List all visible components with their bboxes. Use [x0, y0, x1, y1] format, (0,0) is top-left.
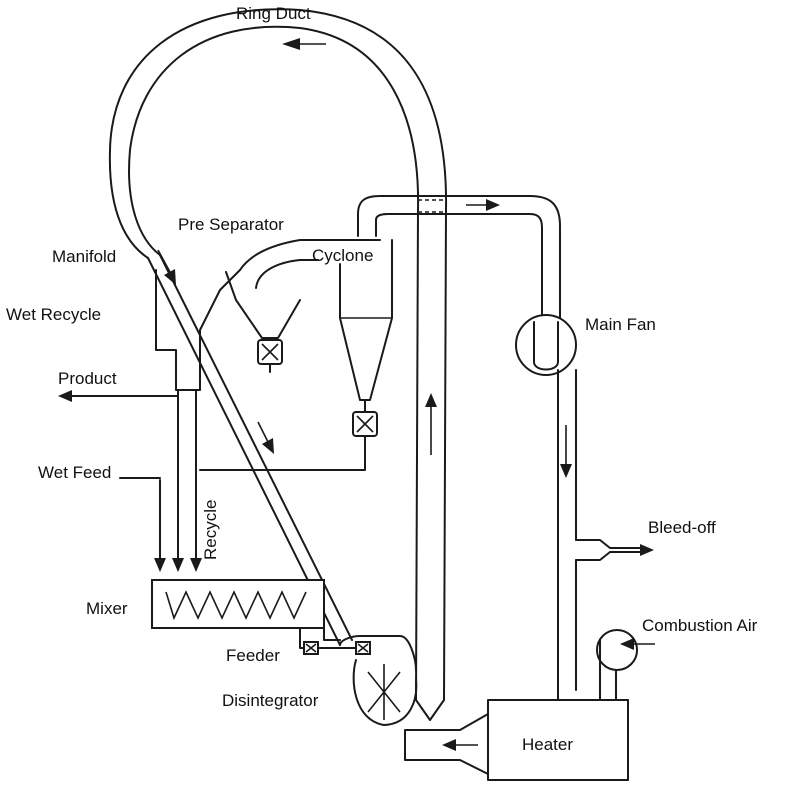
label-wet-recycle: Wet Recycle: [6, 305, 101, 324]
main-fan: [515, 314, 577, 701]
label-recycle: Recycle: [201, 500, 220, 560]
ring-duct-up-arrow: [425, 393, 437, 455]
disintegrator: [339, 635, 418, 726]
label-wet-feed: Wet Feed: [38, 463, 111, 482]
product-recycle-lines: [58, 389, 202, 572]
cyclone: [199, 239, 393, 471]
label-mixer: Mixer: [86, 599, 128, 618]
label-bleed-off: Bleed-off: [648, 518, 716, 537]
label-cyclone: Cyclone: [312, 246, 373, 265]
label-product: Product: [58, 369, 117, 388]
gas-outlet-duct: [357, 195, 561, 323]
bleed-off: [575, 539, 654, 561]
label-combustion-air: Combustion Air: [642, 616, 758, 635]
label-manifold: Manifold: [52, 247, 116, 266]
label-feeder: Feeder: [226, 646, 280, 665]
label-main-fan: Main Fan: [585, 315, 656, 334]
label-heater: Heater: [522, 735, 573, 754]
combustion-air-fan: [596, 629, 655, 701]
heater: [404, 699, 629, 781]
mixer: [151, 579, 341, 649]
label-ring-duct: Ring Duct: [236, 4, 311, 23]
manifold-preseparator: [155, 239, 319, 391]
feeder: [303, 641, 371, 655]
label-disintegrator: Disintegrator: [222, 691, 319, 710]
ring-duct: [108, 8, 448, 701]
label-pre-separator: Pre Separator: [178, 215, 284, 234]
